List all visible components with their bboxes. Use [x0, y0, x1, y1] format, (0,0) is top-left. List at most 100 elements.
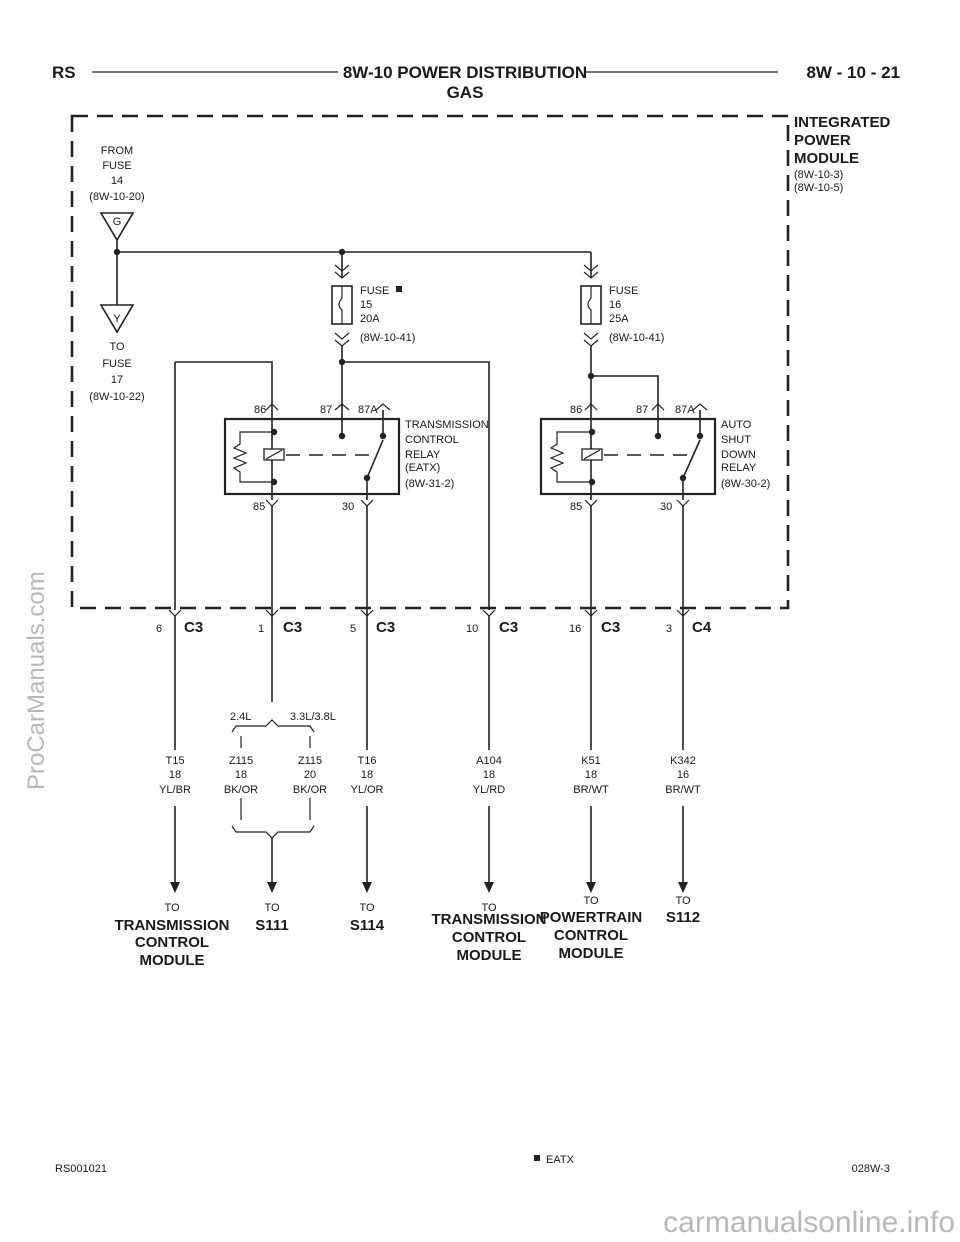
dest2-to: TO [264, 902, 280, 914]
tcr-pin-85: 85 [253, 501, 265, 513]
dest5-l3: MODULE [559, 945, 624, 962]
to-fuse-l2: FUSE [102, 358, 131, 370]
w5-color: YL/RD [473, 784, 505, 796]
fuse16-l2: 16 [609, 299, 621, 311]
asd-label-l2: SHUT [721, 434, 751, 446]
footer-left: RS001021 [55, 1163, 107, 1175]
w1-gauge: 18 [169, 769, 181, 781]
asd-pin-30: 30 [660, 501, 672, 513]
dest3-l1: S114 [350, 917, 385, 934]
asd-pin-87: 87 [636, 404, 648, 416]
conn2-name: C3 [283, 619, 302, 636]
dest5-l2: CONTROL [554, 927, 628, 944]
tcr-pin-30: 30 [342, 501, 354, 513]
asd-coil-slash [583, 449, 601, 460]
from-fuse-l4: (8W-10-20) [89, 191, 144, 203]
header-right: 8W - 10 - 21 [806, 63, 900, 82]
w1-circuit: T15 [166, 755, 185, 767]
w4-color: YL/OR [350, 784, 383, 796]
w3-gauge: 20 [304, 769, 316, 781]
from-fuse-l1: FROM [101, 145, 133, 157]
to-fuse-l4: (8W-10-22) [89, 391, 144, 403]
conn1-pin: 6 [156, 623, 162, 635]
tcr-87-dot [338, 432, 346, 440]
dest4-l2: CONTROL [452, 929, 526, 946]
dest1-l3: MODULE [140, 952, 205, 969]
tcr-switch-arm [366, 439, 384, 479]
tcr-label-l2: CONTROL [405, 434, 459, 446]
tcr-label-l4: (EATX) [405, 462, 440, 474]
asd-label-l5: (8W-30-2) [721, 478, 770, 490]
asd-label-l1: AUTO [721, 419, 752, 431]
asd-resistor [549, 431, 592, 483]
dest4-l3: MODULE [457, 947, 522, 964]
w4-circuit: T16 [358, 755, 377, 767]
asd-label-l3: DOWN [721, 449, 756, 461]
fuse15-l1: FUSE [360, 285, 389, 297]
dest4-l1: TRANSMISSION [431, 911, 546, 928]
dest1-to: TO [164, 902, 180, 914]
split-brace-bottom [231, 825, 315, 839]
asd-bottom-terminals [584, 499, 690, 507]
ipm-ref2: (8W-10-5) [794, 182, 843, 194]
wire-a104-internal [342, 361, 490, 610]
conn6-name: C4 [692, 619, 712, 636]
tcr-label-l5: (8W-31-2) [405, 478, 454, 490]
fuse16-bottom-terminal [583, 332, 599, 347]
asd-pin-87a: 87A [675, 404, 695, 416]
tcr-pin-86: 86 [254, 404, 266, 416]
w6-circuit: K51 [581, 755, 601, 767]
asd-top-terminals [584, 403, 708, 411]
header-title-line2: GAS [447, 83, 484, 102]
ipm-ref1: (8W-10-3) [794, 169, 843, 181]
dest5-to: TO [583, 895, 599, 907]
fuse16-l4: (8W-10-41) [609, 332, 664, 344]
from-fuse-l3: 14 [111, 175, 123, 187]
to-fuse-pin: Y [113, 313, 121, 325]
ipm-name-line3: MODULE [794, 150, 859, 167]
w2-color: BK/OR [224, 784, 258, 796]
from-fuse-pin: G [113, 216, 122, 228]
header-left: RS [52, 63, 76, 82]
w7-gauge: 16 [677, 769, 689, 781]
tcr-coil-slash [265, 449, 283, 460]
w7-circuit: K342 [670, 755, 696, 767]
wire-t15-internal-top [175, 361, 273, 410]
w6-gauge: 18 [585, 769, 597, 781]
w3-color: BK/OR [293, 784, 327, 796]
fuse16-to-87 [591, 375, 659, 410]
tcr-label-l1: TRANSMISSION [405, 419, 489, 431]
dest2-l1: S111 [255, 917, 288, 934]
dest5-l1: POWERTRAIN [540, 909, 643, 926]
connector-terminals [168, 609, 690, 617]
tcr-label-l3: RELAY [405, 449, 441, 461]
fuse15-bottom-terminal [334, 332, 350, 347]
to-fuse-l1: TO [109, 341, 125, 353]
conn1-name: C3 [184, 619, 203, 636]
tcr-relay-body [223, 417, 401, 496]
w5-circuit: A104 [476, 755, 502, 767]
fuse16-l1: FUSE [609, 285, 638, 297]
conn4-pin: 10 [466, 623, 478, 635]
dest1-l2: CONTROL [135, 934, 209, 951]
fuse15-l4: (8W-10-41) [360, 332, 415, 344]
fuse15-top-terminal [334, 264, 350, 279]
conn5-pin: 16 [569, 623, 581, 635]
w2-gauge: 18 [235, 769, 247, 781]
w2-circuit: Z115 [229, 755, 253, 767]
from-fuse-triangle [99, 212, 135, 242]
fuse15-l2: 15 [360, 299, 372, 311]
footer-eatx-marker [534, 1155, 540, 1161]
tcr-bottom-terminals [265, 499, 374, 507]
w5-gauge: 18 [483, 769, 495, 781]
fuse16-element [587, 286, 592, 324]
ipm-name-line2: POWER [794, 132, 851, 149]
w4-gauge: 18 [361, 769, 373, 781]
dest1-l1: TRANSMISSION [114, 917, 229, 934]
to-fuse-triangle [99, 304, 135, 334]
asd-relay-body [539, 417, 717, 496]
asd-pin-86: 86 [570, 404, 582, 416]
conn2-pin: 1 [258, 623, 264, 635]
footer-note: EATX [546, 1154, 575, 1166]
